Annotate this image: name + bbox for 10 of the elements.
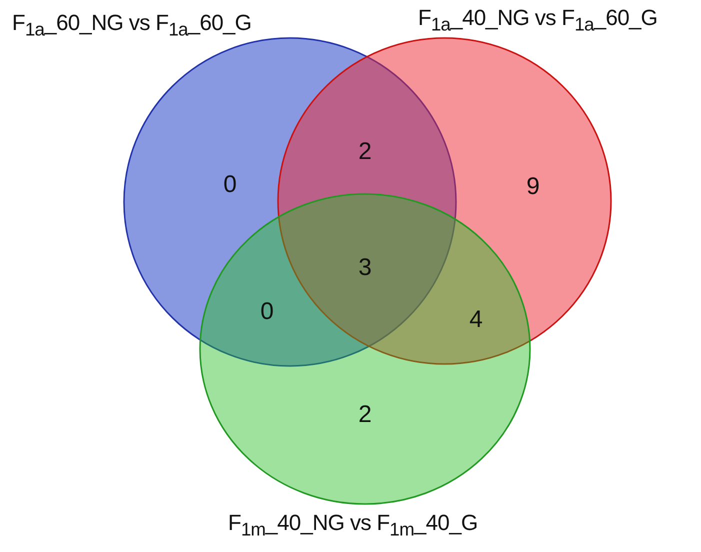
- set-title: F$_{1m}$_40_NG vs F$_{1m}$_40_G: [228, 510, 478, 540]
- set-title: F$_{1a}$_40_NG vs F$_{1a}$_60_G: [418, 5, 658, 36]
- region-count: 9: [526, 173, 540, 201]
- set-title: F$_{1a}$_60_NG vs F$_{1a}$_60_G: [12, 10, 252, 40]
- region-count: 0: [260, 298, 274, 326]
- region-count: 4: [469, 306, 483, 334]
- region-count: 3: [358, 254, 372, 282]
- region-count: 0: [223, 171, 237, 199]
- region-count: 2: [358, 401, 372, 429]
- region-count: 2: [358, 138, 372, 166]
